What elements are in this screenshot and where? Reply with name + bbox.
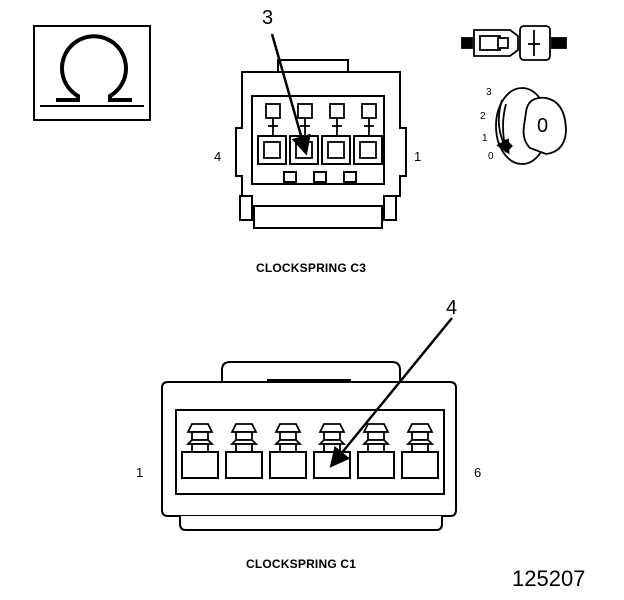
c3-cavity xyxy=(257,103,287,165)
c1-cavity xyxy=(357,423,395,479)
c3-cavity xyxy=(321,103,351,165)
c3-title: CLOCKSPRING C3 xyxy=(256,261,367,275)
switch-position-2: 2 xyxy=(480,111,486,122)
c3-cavity xyxy=(353,103,383,165)
c3-pin-left-label: 4 xyxy=(214,149,222,164)
c1-title: CLOCKSPRING C1 xyxy=(246,557,357,571)
callout-label-4: 4 xyxy=(446,297,458,319)
c1-pin-right-label: 6 xyxy=(474,465,482,480)
switch-position-0: 0 xyxy=(488,151,494,162)
c1-cavity xyxy=(269,423,307,479)
c1-cavity xyxy=(181,423,219,479)
c1-cavity xyxy=(225,423,263,479)
ignition-switch-icon xyxy=(461,25,567,165)
callout-arrow-3 xyxy=(270,33,311,156)
switch-position-1: 1 xyxy=(482,133,488,144)
c3-pin-right-label: 1 xyxy=(414,149,422,164)
c1-cavity xyxy=(401,423,439,479)
callout-arrow-4 xyxy=(329,317,453,468)
callout-label-3: 3 xyxy=(262,7,274,29)
ohm-icon xyxy=(33,25,151,121)
connector-c1 xyxy=(161,361,457,531)
key-label: 0 xyxy=(537,115,549,137)
figure-number: 125207 xyxy=(512,566,586,591)
c1-pin-left-label: 1 xyxy=(136,465,144,480)
switch-position-3: 3 xyxy=(486,87,492,98)
c3-terminal-cavities xyxy=(257,103,383,165)
